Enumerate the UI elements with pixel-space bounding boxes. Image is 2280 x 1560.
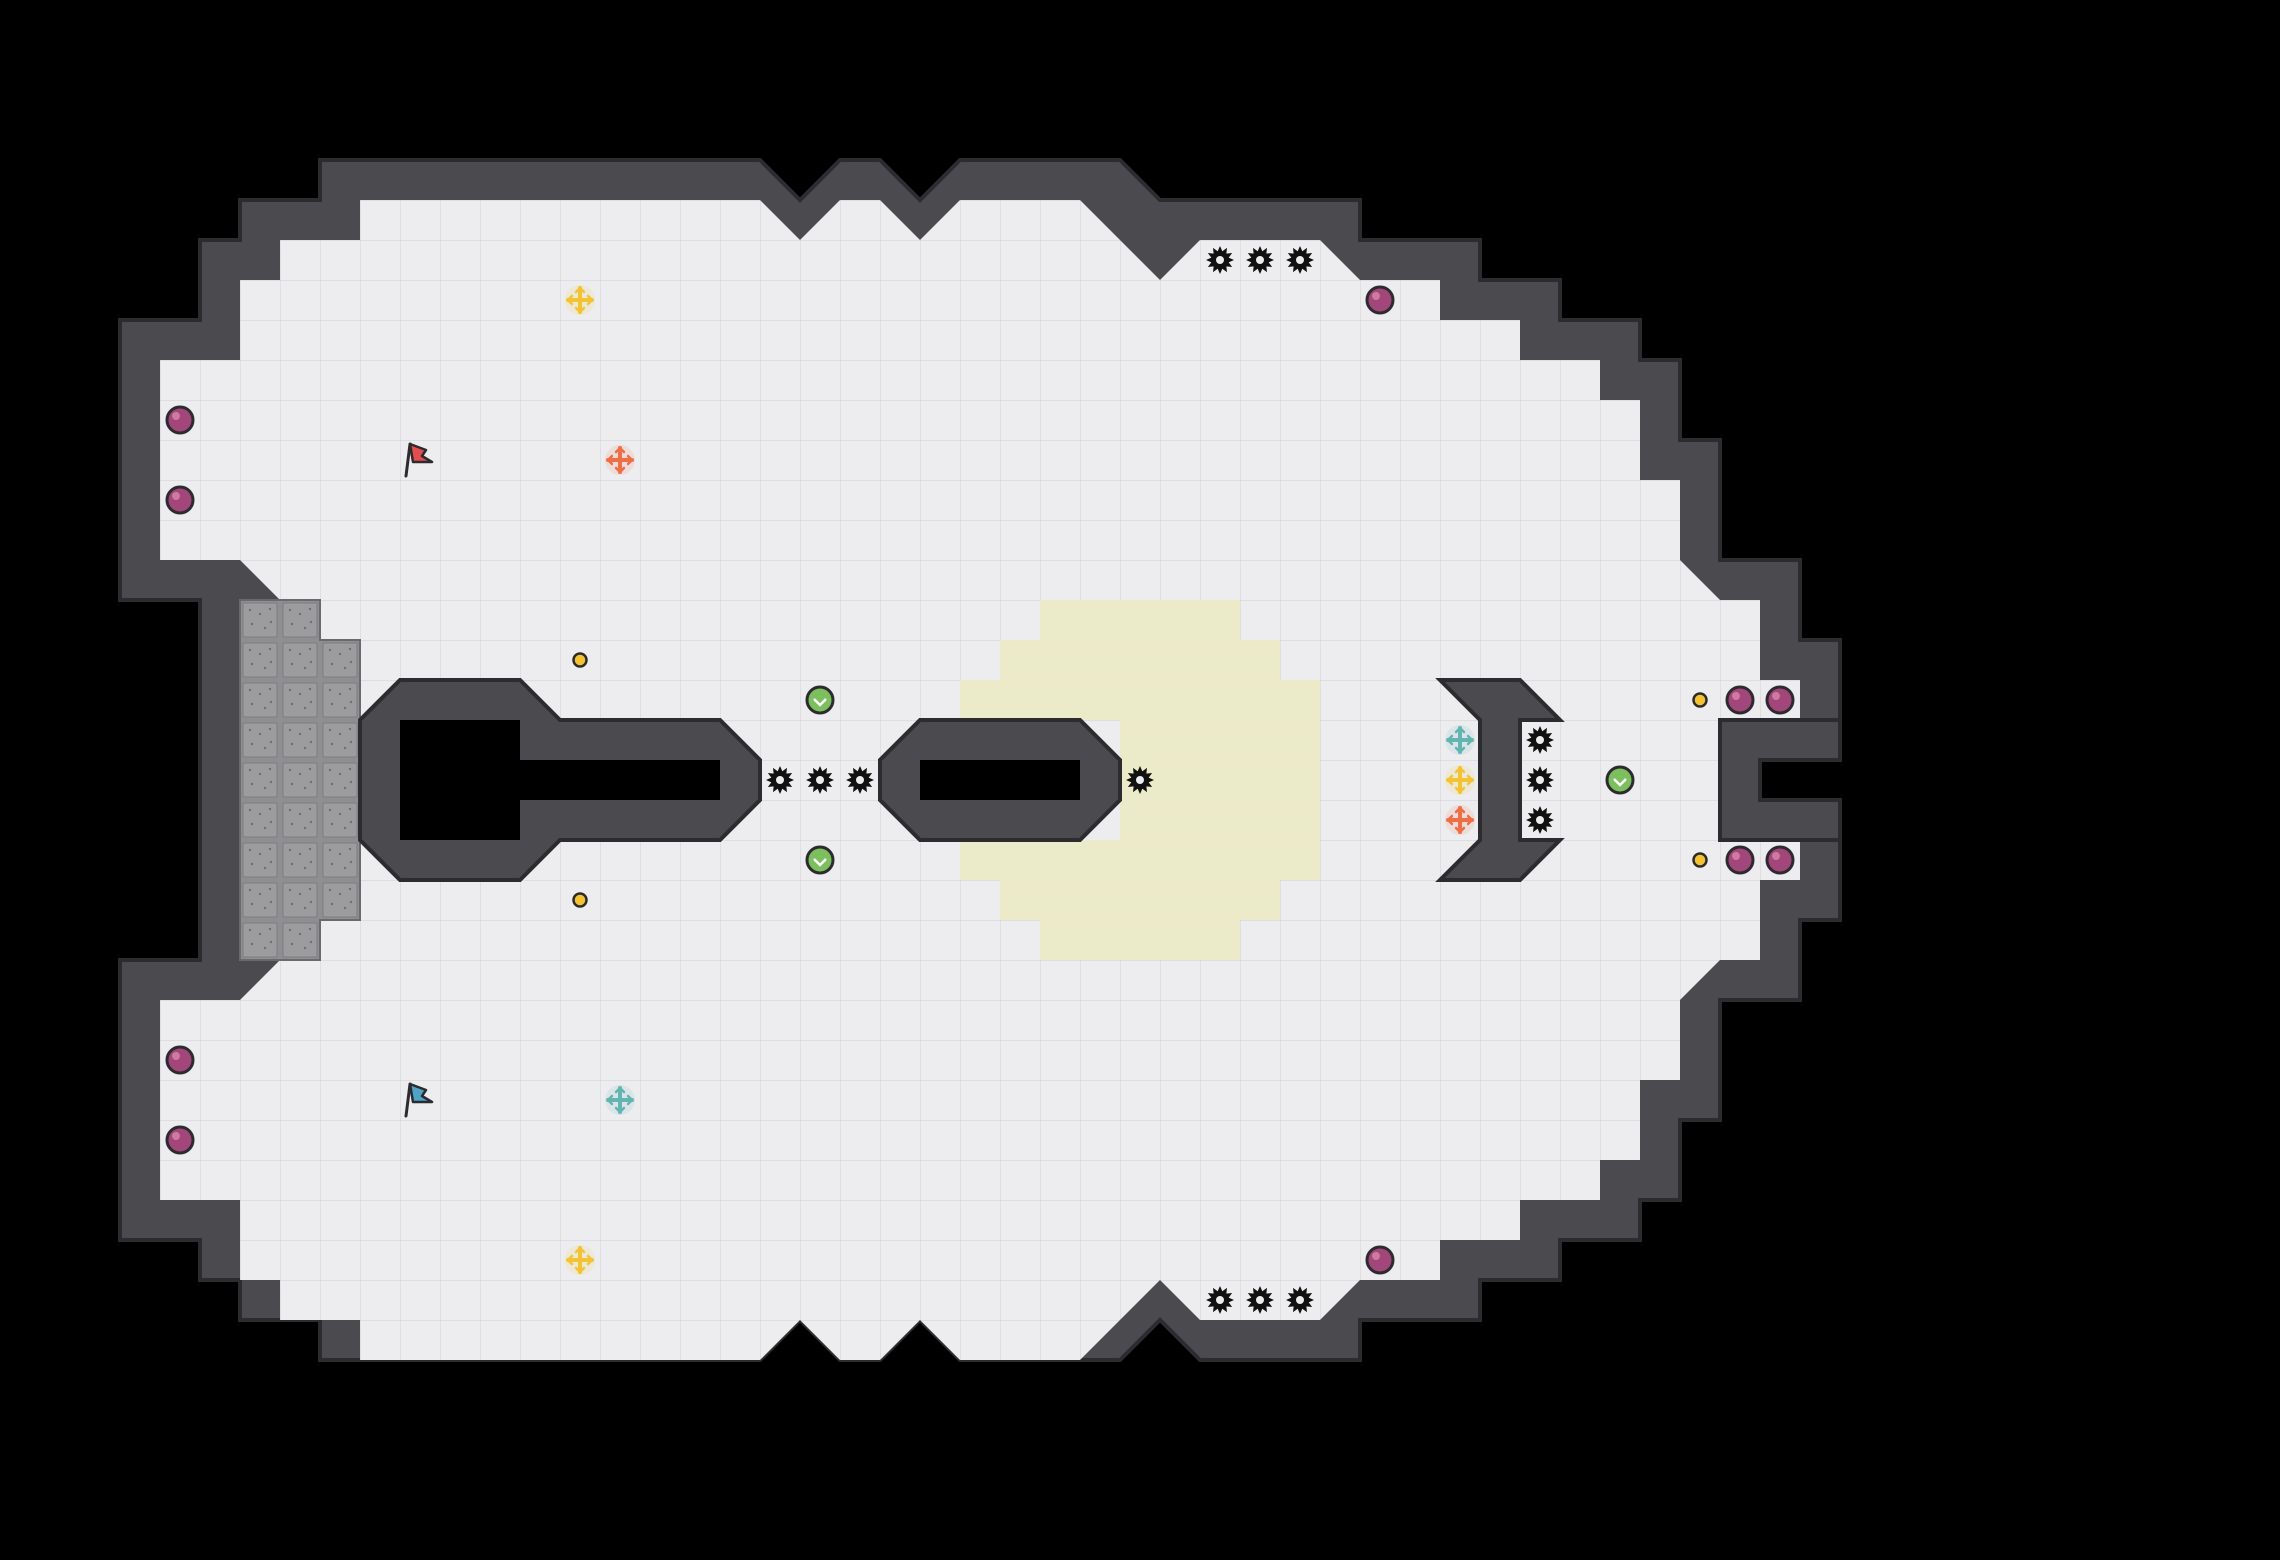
spike-trap[interactable] (1206, 246, 1234, 274)
boost-pickup[interactable] (805, 845, 835, 875)
bomb-pickup[interactable] (1725, 845, 1755, 875)
spawn-marker-icon[interactable] (565, 1245, 595, 1275)
spike-trap[interactable] (1526, 766, 1554, 794)
boost-pickup[interactable] (805, 685, 835, 715)
bomb-pickup[interactable] (165, 405, 195, 435)
right-notch-wall (1718, 718, 1842, 842)
coin-pickup[interactable] (572, 652, 588, 668)
right-bracket-wall (1435, 678, 1565, 882)
coin-pickup[interactable] (1692, 852, 1708, 868)
bomb-pickup[interactable] (1765, 845, 1795, 875)
bomb-pickup[interactable] (165, 1125, 195, 1155)
center-obstacle-pit (920, 760, 1080, 800)
spawn-marker-icon[interactable] (1445, 805, 1475, 835)
spike-trap[interactable] (846, 766, 874, 794)
spike-trap[interactable] (1286, 1286, 1314, 1314)
spawn-marker-icon[interactable] (605, 445, 635, 475)
spike-trap[interactable] (766, 766, 794, 794)
bomb-pickup[interactable] (165, 485, 195, 515)
spawn-marker-icon[interactable] (1445, 725, 1475, 755)
spike-trap[interactable] (1526, 726, 1554, 754)
spike-trap[interactable] (1206, 1286, 1234, 1314)
spike-trap[interactable] (1526, 806, 1554, 834)
flag-icon[interactable] (404, 1082, 434, 1118)
coin-pickup[interactable] (572, 892, 588, 908)
bomb-pickup[interactable] (1365, 285, 1395, 315)
bomb-pickup[interactable] (1725, 685, 1755, 715)
left-obstacle-pit (400, 720, 720, 840)
spike-trap[interactable] (1246, 1286, 1274, 1314)
spawn-marker-icon[interactable] (1445, 765, 1475, 795)
bomb-pickup[interactable] (165, 1045, 195, 1075)
coin-pickup[interactable] (1692, 692, 1708, 708)
spike-trap[interactable] (1246, 246, 1274, 274)
spike-trap[interactable] (806, 766, 834, 794)
spawn-marker-icon[interactable] (565, 285, 595, 315)
bomb-pickup[interactable] (1365, 1245, 1395, 1275)
spike-trap[interactable] (1126, 766, 1154, 794)
flag-icon[interactable] (404, 442, 434, 478)
rough-terrain (239, 599, 361, 961)
bomb-pickup[interactable] (1765, 685, 1795, 715)
spawn-marker-icon[interactable] (605, 1085, 635, 1115)
spike-trap[interactable] (1286, 246, 1314, 274)
entities-layer (165, 246, 1795, 1314)
boost-pickup[interactable] (1605, 765, 1635, 795)
